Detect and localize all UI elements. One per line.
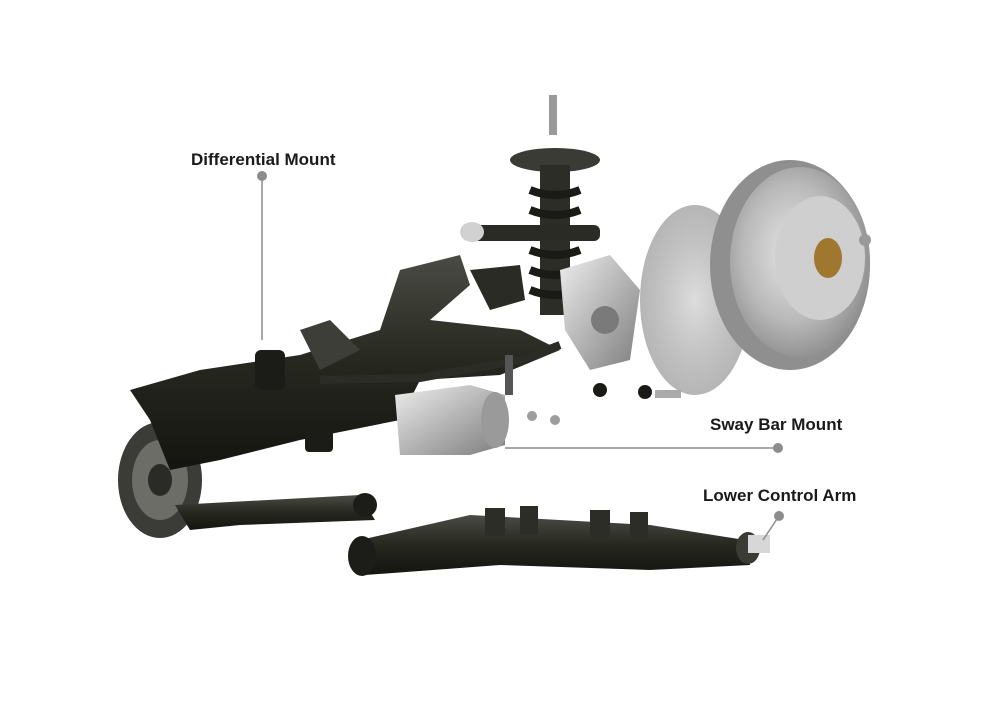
lower-control-arm-marker bbox=[774, 511, 784, 521]
subframe bbox=[130, 255, 560, 470]
lower-control-arm bbox=[348, 506, 770, 576]
sway-bar-mount-label: Sway Bar Mount bbox=[710, 415, 843, 434]
lower-control-arm-label: Lower Control Arm bbox=[703, 486, 857, 505]
knuckle bbox=[560, 255, 640, 370]
differential bbox=[395, 385, 509, 455]
sway-bar bbox=[319, 341, 562, 395]
differential-mount-label: Differential Mount bbox=[191, 150, 336, 169]
sway-bar-mount-marker bbox=[773, 443, 783, 453]
hardware bbox=[527, 383, 681, 425]
differential-mount-marker bbox=[257, 171, 267, 181]
brake-rotor bbox=[710, 160, 871, 370]
